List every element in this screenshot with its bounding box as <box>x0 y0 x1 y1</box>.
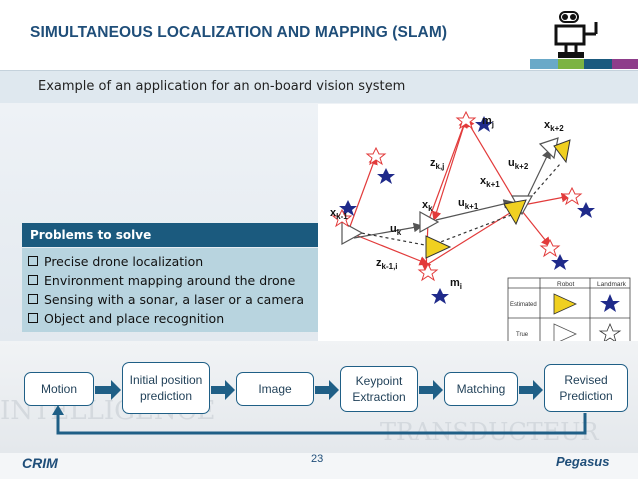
legend-robot-header: Robot <box>557 281 575 288</box>
label-zkj-sub: k,j <box>436 162 445 171</box>
label-mj: m <box>482 115 492 127</box>
color-bar <box>558 59 584 69</box>
problems-title: Problems to solve <box>30 228 152 242</box>
list-item: Precise drone localization <box>28 254 203 269</box>
label-uk-sub: k <box>397 228 402 237</box>
label-mi: m <box>450 277 460 289</box>
problems-list <box>22 248 318 332</box>
checkbox-icon <box>28 313 38 323</box>
step-revised-prediction: Revised Prediction <box>544 364 628 412</box>
svg-text:uk+2: uk+2 <box>508 157 529 171</box>
robot-icon <box>554 11 598 58</box>
label-uk: u <box>390 223 397 235</box>
problem-text: Sensing with a sonar, a laser or a camer… <box>44 292 304 307</box>
step-motion: Motion <box>24 372 94 406</box>
svg-text:mi: mi <box>450 277 462 291</box>
label-zk-1i: z <box>376 257 382 269</box>
label-xk+2: x <box>544 119 551 131</box>
subtitle-band <box>0 70 638 104</box>
label-uk+2: u <box>508 157 515 169</box>
color-bar <box>530 59 558 69</box>
checkbox-icon <box>28 256 38 266</box>
label-xk-1: x <box>330 207 337 219</box>
problems-header <box>22 223 318 247</box>
color-bar <box>584 59 612 69</box>
label-xk: x <box>422 199 429 211</box>
label-xk+2-sub: k+2 <box>550 124 564 133</box>
checkbox-icon <box>28 275 38 285</box>
problem-text: Environment mapping around the drone <box>44 273 296 288</box>
step-initial-prediction: Initial position prediction <box>122 362 210 414</box>
svg-text:uk+1: uk+1 <box>458 197 479 211</box>
legend-landmark-header: Landmark <box>597 281 627 288</box>
svg-text:zk-1,i: zk-1,i <box>376 257 398 271</box>
slam-diagram: xk-1 xk xk+1 xk+2 uk uk+1 uk+2 zk,j zk-1… <box>318 104 638 356</box>
label-uk+1-sub: k+1 <box>465 202 479 211</box>
svg-text:xk: xk <box>422 199 433 213</box>
diagram-legend: Robot Landmark Estimated True <box>507 277 631 349</box>
page-number: 23 <box>311 453 324 465</box>
list-item: Object and place recognition <box>28 311 224 326</box>
svg-text:xk-1: xk-1 <box>330 207 348 221</box>
legend-estimated-label: Estimated <box>510 302 537 308</box>
label-mj-sub: j <box>491 120 494 129</box>
svg-text:zk,j: zk,j <box>430 157 444 171</box>
label-zkj: z <box>430 157 436 169</box>
problem-text: Object and place recognition <box>44 311 225 326</box>
label-mi-sub: i <box>460 282 462 291</box>
step-matching: Matching <box>444 372 518 406</box>
slide-subtitle: Example of an application for an on-boar… <box>38 79 406 94</box>
list-item: Sensing with a sonar, a laser or a camer… <box>28 292 304 307</box>
svg-text:uk: uk <box>390 223 402 237</box>
label-xk+1: x <box>480 175 487 187</box>
color-bars <box>530 59 638 69</box>
slide-title: SIMULTANEOUS LOCALIZATION AND MAPPING (S… <box>30 24 448 41</box>
label-xk-1-sub: k-1 <box>336 212 348 221</box>
svg-text:xk+1: xk+1 <box>480 175 500 189</box>
label-xk-sub: k <box>428 204 433 213</box>
svg-text:mj: mj <box>482 115 494 129</box>
checkbox-icon <box>28 294 38 304</box>
problem-text: Precise drone localization <box>44 254 204 269</box>
footer-bar <box>0 453 638 479</box>
legend-true-label: True <box>516 332 529 338</box>
label-uk+2-sub: k+2 <box>515 162 529 171</box>
pipeline-arrows <box>52 380 587 435</box>
color-bar <box>612 59 638 69</box>
pegasus-logo: Pegasus <box>556 454 610 469</box>
step-keypoint-extraction: Keypoint Extraction <box>340 366 418 412</box>
label-zk-1i-sub: k-1,i <box>382 262 398 271</box>
list-item: Environment mapping around the drone <box>28 273 295 288</box>
label-xk+1-sub: k+1 <box>486 180 500 189</box>
step-image: Image <box>236 372 314 406</box>
label-uk+1: u <box>458 197 465 209</box>
svg-text:xk+2: xk+2 <box>544 119 564 133</box>
crim-logo: CRIM <box>22 455 58 471</box>
